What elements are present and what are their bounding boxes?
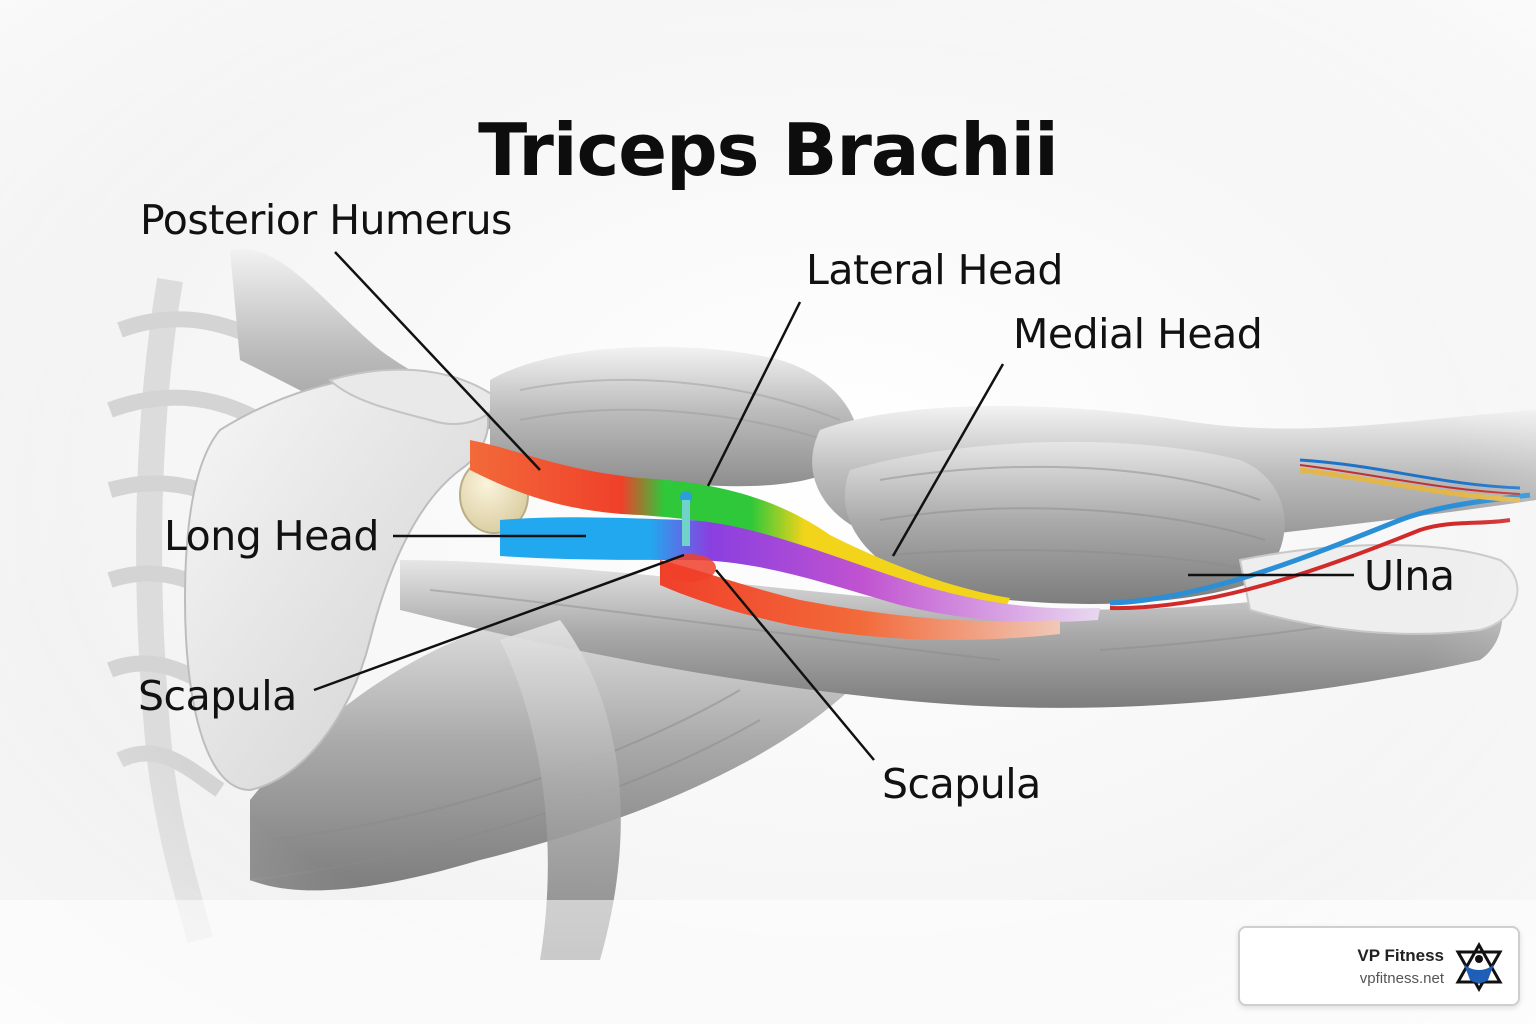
label-lateral-head: Lateral Head	[806, 246, 1063, 294]
leader-lines	[313, 251, 1354, 761]
label-ulna: Ulna	[1364, 552, 1455, 600]
label-medial-head: Medial Head	[1013, 310, 1263, 358]
label-posterior-humerus: Posterior Humerus	[140, 196, 512, 244]
label-long-head: Long Head	[164, 512, 379, 560]
vp-fitness-logo-icon	[1455, 942, 1503, 992]
brand-name: VP Fitness	[1357, 946, 1444, 965]
diagram-title: Triceps Brachii	[478, 108, 1059, 192]
label-scapula-left: Scapula	[138, 672, 297, 720]
brand-badge: VP Fitness vpfitness.net	[1238, 926, 1520, 1006]
brand-url: vpfitness.net	[1359, 970, 1444, 987]
label-scapula-bottom: Scapula	[882, 760, 1041, 808]
